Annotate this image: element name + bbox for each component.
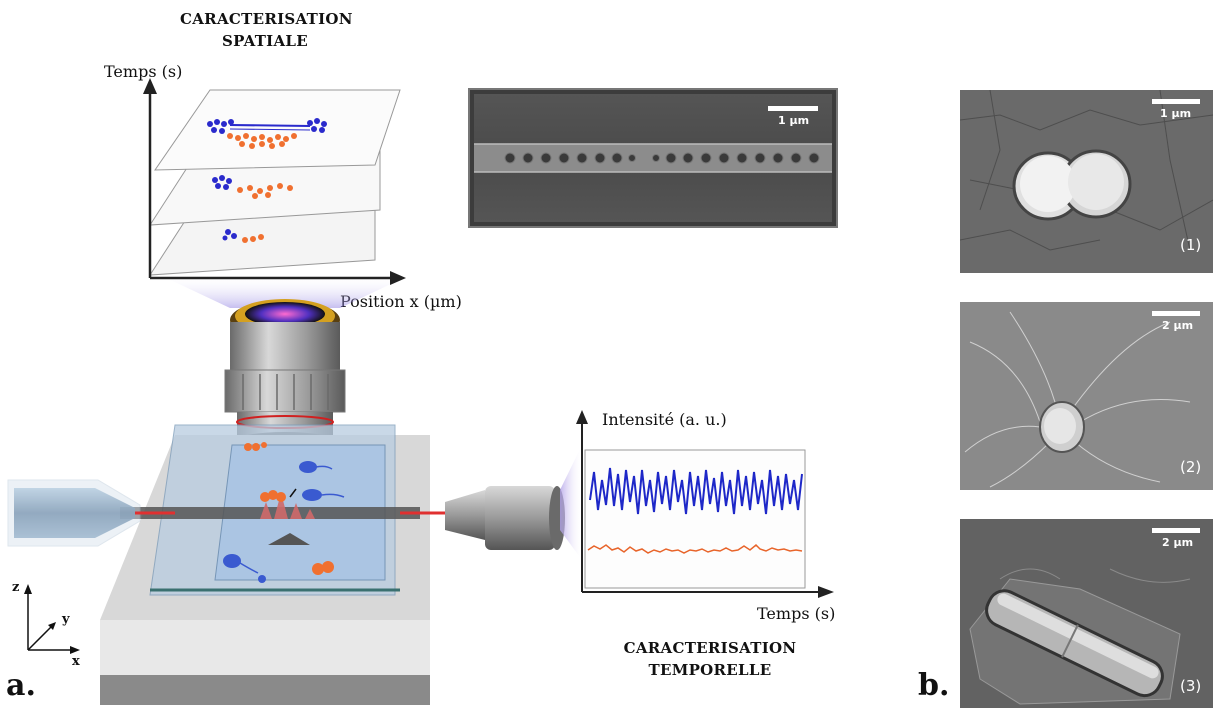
input-fiber xyxy=(14,488,135,538)
spatial-x-axis-label: Position x (µm) xyxy=(340,292,462,311)
cells-plane-2 xyxy=(212,175,293,199)
sem-bacteria-1: 1 µm (1) xyxy=(960,90,1213,273)
cells-plane-1 xyxy=(207,118,327,149)
axis-y-label: y xyxy=(62,612,70,627)
temporal-plot-frame xyxy=(584,449,806,589)
sem-1-index-label: (1) xyxy=(1180,236,1202,254)
sem-2-index-label: (2) xyxy=(1180,458,1202,476)
output-objective xyxy=(445,486,565,550)
coordinate-axes xyxy=(24,584,80,654)
temporal-title-line2: TEMPORELLE xyxy=(648,661,772,679)
panel-a-letter: a. xyxy=(6,668,36,703)
temporal-title: CARACTERISATION TEMPORELLE xyxy=(610,637,810,681)
sem-3-scalebar xyxy=(1152,528,1200,533)
chip-waveguide xyxy=(120,507,420,519)
sem-3-scale-label: 2 µm xyxy=(1162,536,1194,549)
temporal-y-axis-label: Intensité (a. u.) xyxy=(602,410,727,429)
temporal-y-arrow xyxy=(576,410,588,424)
sem-cavity-scalebar xyxy=(768,106,818,111)
spatial-title-line1: CARACTERISATION xyxy=(180,10,353,28)
sem-1-scalebar xyxy=(1152,99,1200,104)
axis-x-label: x xyxy=(72,654,80,669)
blue-intensity-trace xyxy=(589,467,803,515)
temporal-x-axis-label: Temps (s) xyxy=(757,604,836,623)
light-cone xyxy=(160,275,410,308)
sem-1-scale-label: 1 µm xyxy=(1160,107,1192,120)
spatial-y-axis-label: Temps (s) xyxy=(104,62,183,81)
sem-2-scalebar xyxy=(1152,311,1200,316)
temporal-x-arrow xyxy=(818,586,834,598)
sem-3-index-label: (3) xyxy=(1180,677,1202,695)
sem-bacteria-3: 2 µm (3) xyxy=(960,519,1213,708)
microfluidic-setup xyxy=(7,424,450,705)
spatial-x-arrow xyxy=(390,271,406,285)
chip-base-front xyxy=(100,620,430,675)
sem-cavity-image: 1 µm xyxy=(468,88,838,228)
sem-2-scale-label: 2 µm xyxy=(1162,319,1194,332)
axis-z-label: z xyxy=(12,580,20,595)
temporal-plot xyxy=(560,410,834,598)
panel-b-letter: b. xyxy=(918,668,950,703)
spatial-title: CARACTERISATION SPATIALE xyxy=(180,8,353,52)
spatial-title-line2: SPATIALE xyxy=(221,32,309,50)
temporal-title-line1: CARACTERISATION xyxy=(623,639,797,657)
orange-intensity-trace xyxy=(587,543,803,554)
sem-cavity-scale-label: 1 µm xyxy=(778,114,810,127)
sem-bacteria-2: 2 µm (2) xyxy=(960,302,1213,490)
spatial-y-arrow xyxy=(143,78,157,94)
spatial-plot xyxy=(143,78,410,340)
cells-plane-3 xyxy=(222,229,264,243)
